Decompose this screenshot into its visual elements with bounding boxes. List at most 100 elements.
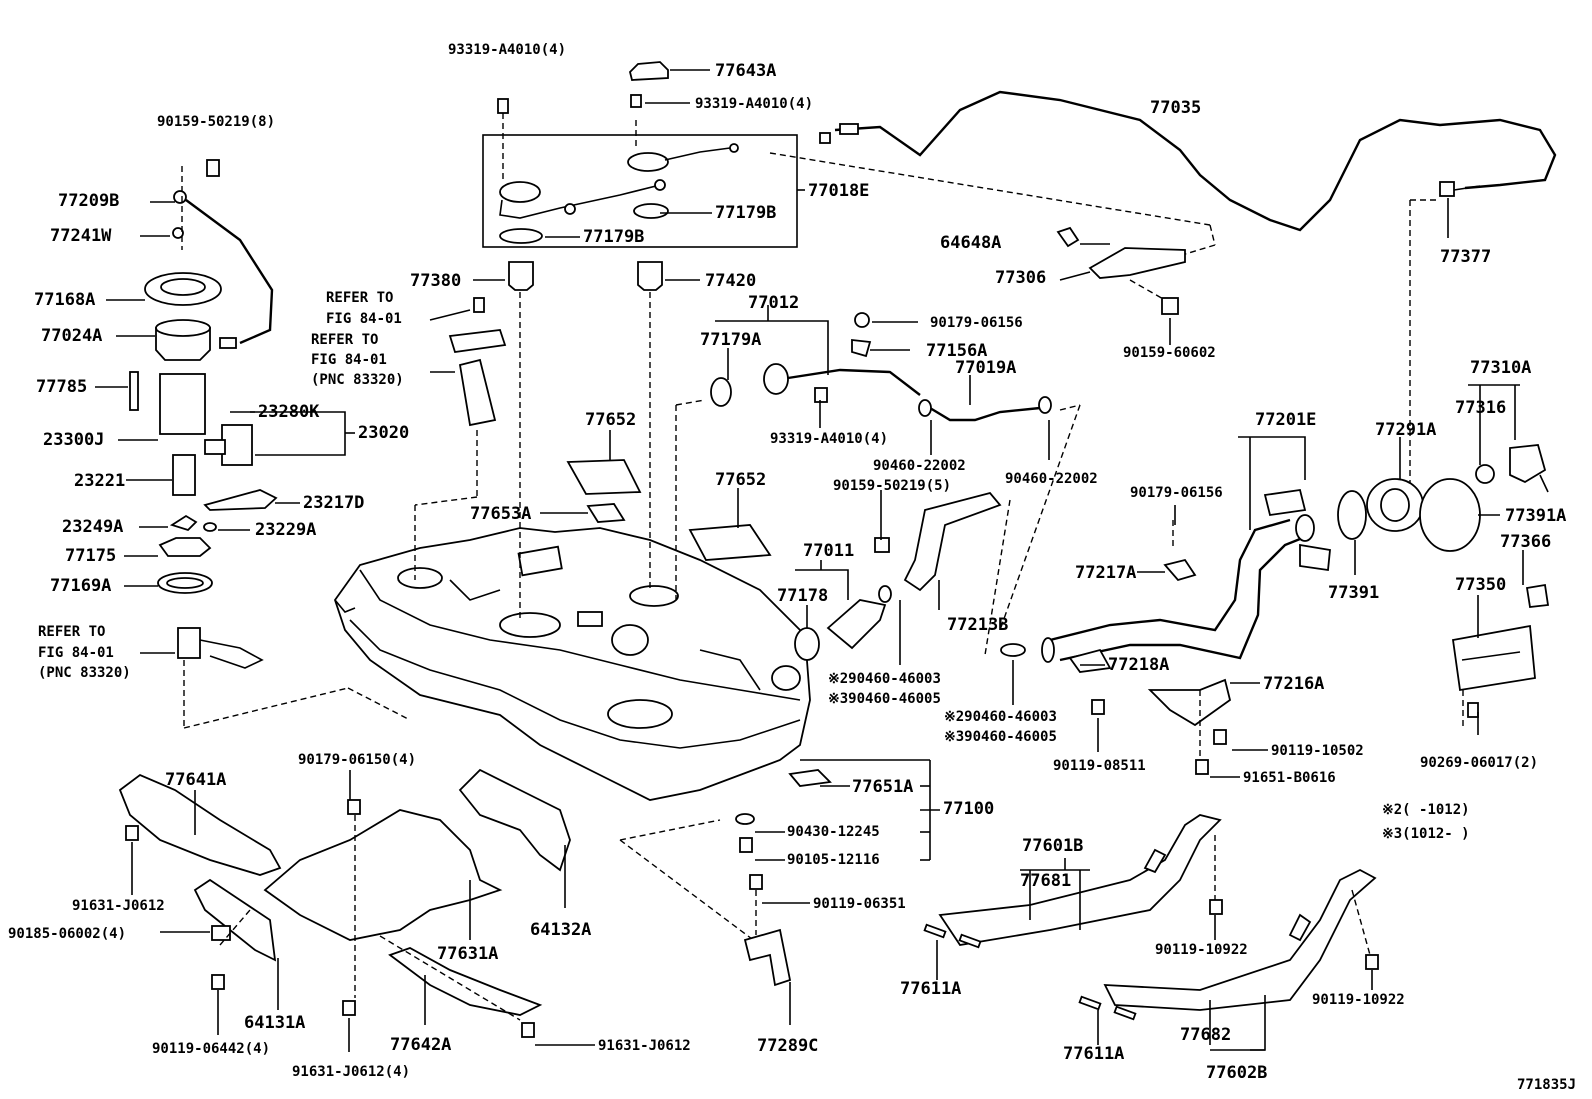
label-77024A: 77024A — [41, 326, 102, 346]
hose-77213B — [874, 491, 1011, 656]
label-23020: 23020 — [358, 423, 409, 443]
fuel-lines-center — [675, 312, 1081, 631]
label-77168A: 77168A — [34, 290, 95, 310]
label-77785: 77785 — [36, 377, 87, 397]
label-77169A: 77169A — [50, 576, 111, 596]
label-ast2-b: ※290460-46003 — [944, 709, 1057, 725]
label-90119-06442: 90119-06442(4) — [152, 1041, 270, 1057]
label-77380: 77380 — [410, 271, 461, 291]
label-77018E: 77018E — [808, 181, 869, 201]
label-23280K: 23280K — [258, 402, 320, 422]
washers-right — [735, 813, 755, 853]
label-ast2-a: ※290460-46003 — [828, 671, 941, 687]
label-77653A: 77653A — [470, 504, 531, 524]
filler-cap-area — [1337, 444, 1550, 730]
filters-77380-77420 — [508, 261, 663, 620]
label-90119-10922-a: 90119-10922 — [1155, 942, 1248, 958]
label-77643A: 77643A — [715, 61, 776, 81]
label-77310A: 77310A — [1470, 358, 1531, 378]
label-23300J: 23300J — [43, 430, 104, 450]
label-91631-j0612-b: 91631-J0612 — [598, 1038, 691, 1054]
label-90119-08511: 90119-08511 — [1053, 758, 1146, 774]
filler-pipe-77201E — [1000, 488, 1331, 775]
label-77601B: 77601B — [1022, 836, 1083, 856]
label-diagram-code: 771835J — [1517, 1077, 1576, 1093]
label-23217D: 23217D — [303, 493, 364, 513]
label-77216A: 77216A — [1263, 674, 1324, 694]
label-77289C: 77289C — [757, 1036, 818, 1056]
label-77681: 77681 — [1020, 871, 1071, 891]
label-90159-50219-8: 90159-50219(8) — [157, 114, 275, 130]
label-77651A: 77651A — [852, 777, 913, 797]
label-91631-j0612-a: 91631-J0612 — [72, 898, 165, 914]
label-77012: 77012 — [748, 293, 799, 313]
label-90179-06150: 90179-06150(4) — [298, 752, 416, 768]
leader-lines — [95, 69, 1524, 1052]
label-90179-06156-b: 90179-06156 — [1130, 485, 1223, 501]
label-note3: ※3(1012- ) — [1382, 826, 1470, 842]
label-77377: 77377 — [1440, 247, 1491, 267]
label-77391: 77391 — [1328, 583, 1379, 603]
label-64132A: 64132A — [530, 920, 591, 940]
label-77366: 77366 — [1500, 532, 1551, 552]
inlet-77011 — [794, 585, 892, 661]
label-77213B: 77213B — [947, 615, 1008, 635]
label-77019A: 77019A — [955, 358, 1016, 378]
label-77035: 77035 — [1150, 98, 1201, 118]
label-note2: ※2( -1012) — [1382, 802, 1470, 818]
label-90119-06351: 90119-06351 — [813, 896, 906, 912]
label-77641A: 77641A — [165, 770, 226, 790]
sender-gauge-77018E — [482, 113, 805, 248]
label-77652-b: 77652 — [715, 470, 766, 490]
label-77420: 77420 — [705, 271, 756, 291]
label-77391A: 77391A — [1505, 506, 1566, 526]
label-77100: 77100 — [943, 799, 994, 819]
label-refer-1a: REFER TO — [326, 290, 393, 306]
label-77611A-b: 77611A — [1063, 1044, 1124, 1064]
label-77011: 77011 — [803, 541, 854, 561]
label-77631A: 77631A — [437, 944, 498, 964]
label-refer-2a: REFER TO — [311, 332, 378, 348]
label-90105-12116: 90105-12116 — [787, 852, 880, 868]
pump-assembly-left — [129, 159, 411, 729]
label-90460-22002-a: 90460-22002 — [873, 458, 966, 474]
label-ast3-a: ※390460-46005 — [828, 691, 941, 707]
label-refer-1b: FIG 84-01 — [326, 311, 402, 327]
label-77682: 77682 — [1180, 1025, 1231, 1045]
label-refer-2b: FIG 84-01 — [311, 352, 387, 368]
label-90119-10922-b: 90119-10922 — [1312, 992, 1405, 1008]
label-77156A: 77156A — [926, 341, 987, 361]
label-refer-3b: FIG 84-01 — [38, 645, 114, 661]
label-77201E: 77201E — [1255, 410, 1316, 430]
label-93319-m: 93319-A4010(4) — [770, 431, 888, 447]
bracket-77306 — [1056, 226, 1186, 315]
label-77209B: 77209B — [58, 191, 119, 211]
label-23229A: 23229A — [255, 520, 316, 540]
label-77179B-left: 77179B — [583, 227, 644, 247]
label-77179B-right: 77179B — [715, 203, 776, 223]
label-77611A-a: 77611A — [900, 979, 961, 999]
cable-77035 — [769, 90, 1557, 485]
label-77642A: 77642A — [390, 1035, 451, 1055]
label-77241W: 77241W — [50, 226, 112, 246]
label-93319-top: 93319-A4010(4) — [448, 42, 566, 58]
label-ast3-b: ※390460-46005 — [944, 729, 1057, 745]
bracket-77289C — [743, 874, 792, 987]
label-23221: 23221 — [74, 471, 125, 491]
label-refer-2c: (PNC 83320) — [311, 372, 404, 388]
pads-77652 — [566, 459, 832, 787]
label-90430-12245: 90430-12245 — [787, 824, 880, 840]
label-64131A: 64131A — [244, 1013, 305, 1033]
gauge-sender-refer — [414, 297, 507, 580]
label-91651-b0616: 91651-B0616 — [1243, 770, 1336, 786]
label-77350: 77350 — [1455, 575, 1506, 595]
label-91631-j0612-c: 91631-J0612(4) — [292, 1064, 410, 1080]
label-77602B: 77602B — [1206, 1063, 1267, 1083]
shields-bottom-left — [118, 768, 761, 1038]
label-77291A: 77291A — [1375, 420, 1436, 440]
label-93319-b: 93319-A4010(4) — [695, 96, 813, 112]
label-77217A: 77217A — [1075, 563, 1136, 583]
label-90185-06002: 90185-06002(4) — [8, 926, 126, 942]
